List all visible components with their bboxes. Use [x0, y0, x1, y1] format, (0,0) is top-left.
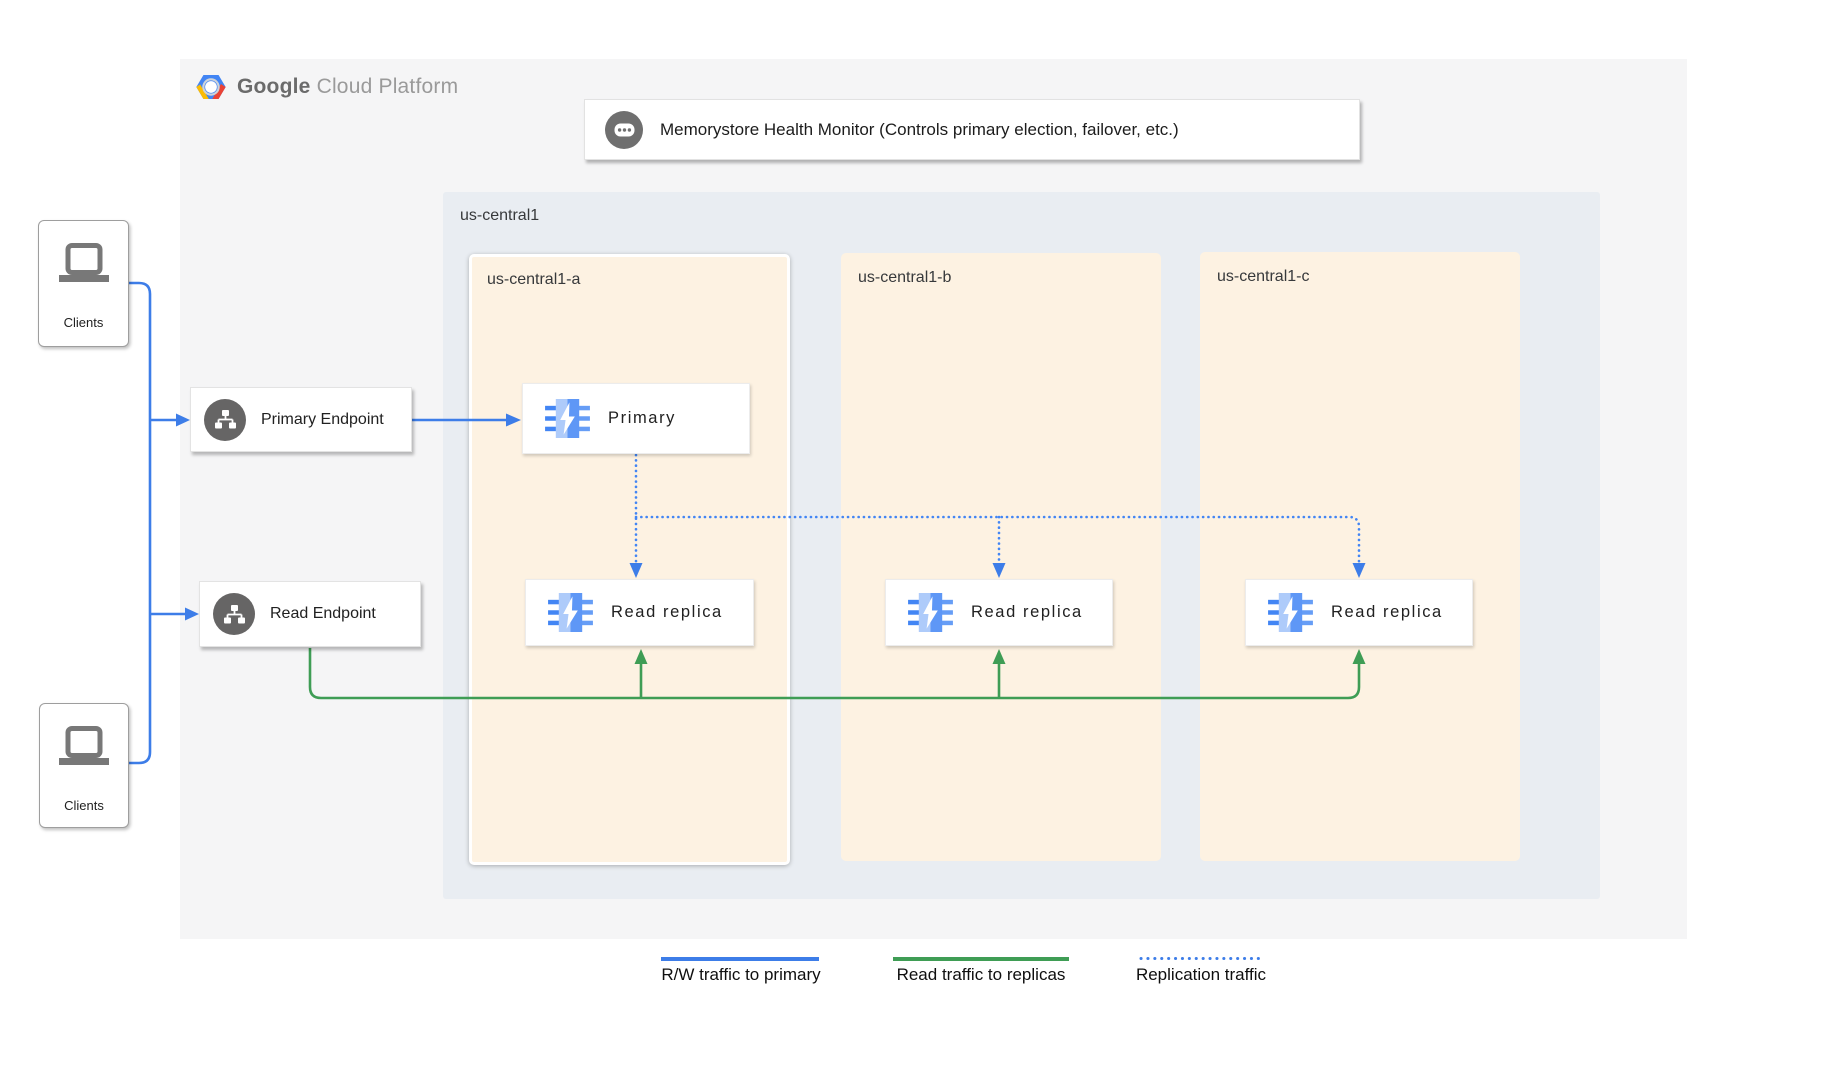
memorystore-chip-icon: [545, 399, 590, 438]
zone-us-central1-b: us-central1-b: [841, 253, 1161, 861]
legend-label-read-traffic: Read traffic to replicas: [896, 965, 1066, 984]
brand-google: Google: [237, 75, 311, 98]
zone-us-central1-c: us-central1-c: [1200, 252, 1520, 861]
memorystore-chip-icon: [1268, 593, 1313, 632]
read-endpoint-label: Read Endpoint: [270, 605, 376, 622]
memorystore-chip-icon: [908, 593, 953, 632]
primary-node-label: Primary: [608, 409, 677, 427]
health-monitor-label: Memorystore Health Monitor (Controls pri…: [660, 119, 1179, 139]
clients-label: Clients: [63, 315, 104, 330]
legend-label-replication-traffic: Replication traffic: [1135, 965, 1267, 984]
network-sitemap-icon: [204, 398, 246, 441]
read-replica-b-label: Read replica: [971, 603, 1083, 621]
laptop-icon: [59, 726, 109, 765]
read-replica-b-box: Read replica: [885, 579, 1113, 646]
ellipsis-chip-icon: [605, 110, 643, 149]
read-replica-c-label: Read replica: [1331, 603, 1443, 621]
read-endpoint-box: Read Endpoint: [199, 581, 421, 647]
clients-trunk-line: [129, 281, 152, 765]
clients-box-bottom: Clients: [39, 703, 129, 828]
primary-node-box: Primary: [522, 383, 750, 454]
legend-swatches: [661, 957, 1262, 961]
read-replica-a-label: Read replica: [611, 603, 723, 621]
read-replica-c-box: Read replica: [1245, 579, 1473, 646]
gcp-logo: Google Cloud Platform: [195, 72, 458, 102]
clients-label: Clients: [64, 798, 104, 813]
gcp-hexagon-icon: [196, 75, 226, 99]
zone-a-label: us-central1-a: [487, 271, 581, 288]
health-monitor-box: Memorystore Health Monitor (Controls pri…: [584, 99, 1360, 160]
brand-cloud-platform: Cloud Platform: [316, 75, 459, 98]
clients-box-top: Clients: [38, 220, 129, 347]
memorystore-chip-icon: [548, 593, 593, 632]
gcp-logo-text: Google Cloud Platform: [237, 75, 458, 99]
network-sitemap-icon: [213, 593, 255, 635]
primary-endpoint-label: Primary Endpoint: [261, 410, 384, 428]
zone-c-label: us-central1-c: [1217, 268, 1310, 285]
legend-label-rw-traffic: R/W traffic to primary: [661, 965, 821, 984]
primary-endpoint-box: Primary Endpoint: [190, 387, 412, 452]
laptop-icon: [58, 243, 109, 282]
region-label: us-central1: [460, 207, 540, 224]
zone-us-central1-a: us-central1-a: [469, 254, 790, 865]
read-replica-a-box: Read replica: [525, 579, 754, 646]
zone-b-label: us-central1-b: [858, 269, 952, 286]
